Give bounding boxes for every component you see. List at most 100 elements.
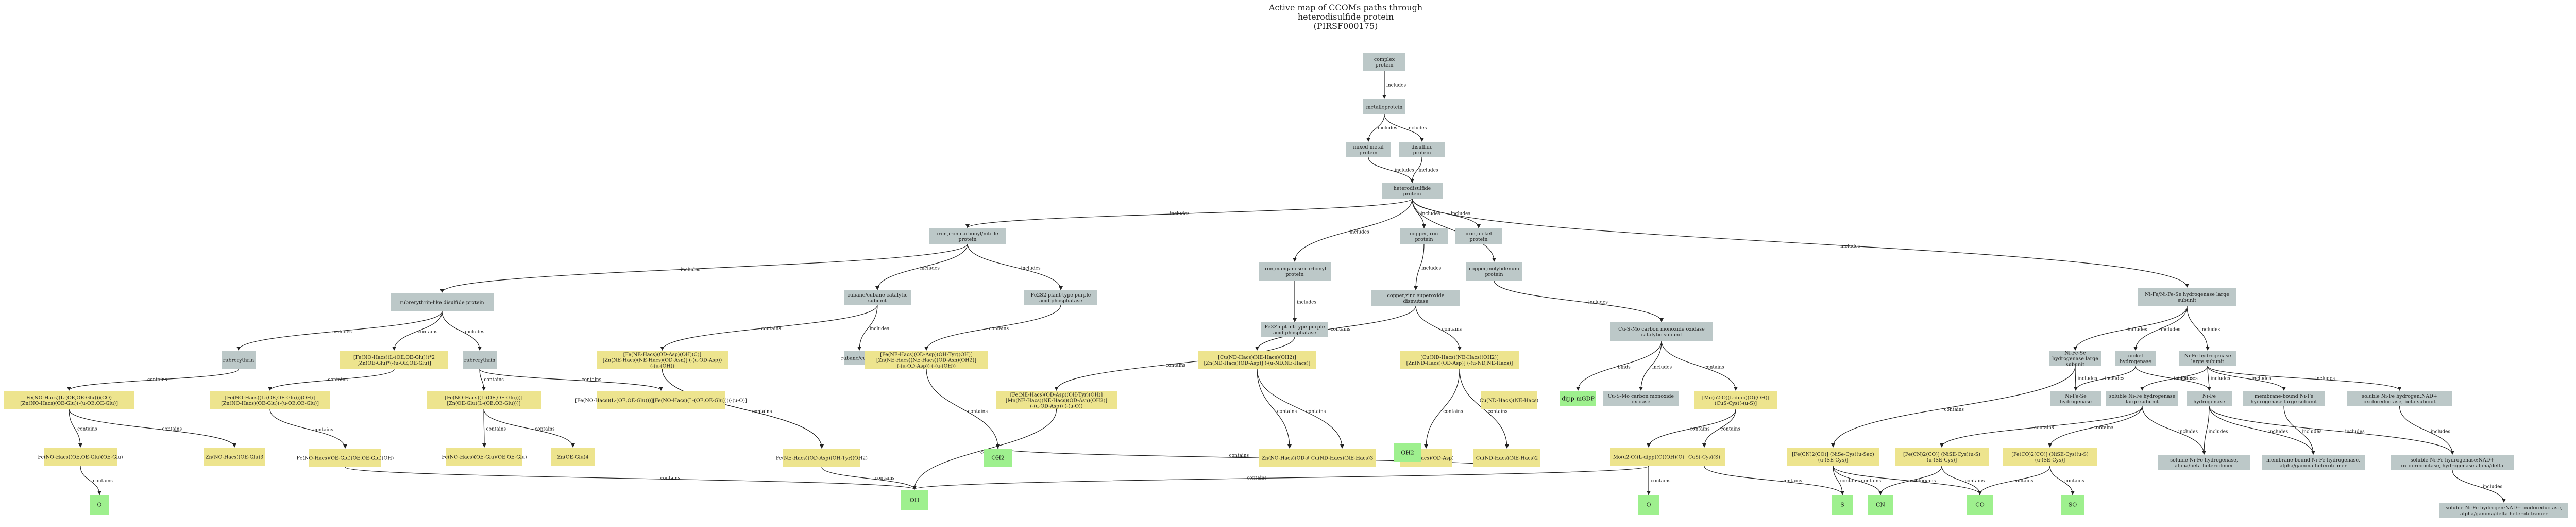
node-c-ni-fe-3[interactable]: [Fe(CO)2(CO)] (NiSE-Cys)(u-S)(u-(SE-Cys)… — [2003, 448, 2097, 466]
node-c-zn-oe[interactable]: Zn(OE-Glu)4 — [551, 448, 595, 466]
edge-rubrerythrin-b-to-c-rub-l4: contains — [479, 369, 663, 391]
node-c-fe-nd[interactable]: Fe(NO-Hacs)(OE-Glu)(OE,OE-Glu) — [442, 448, 527, 466]
node-c-rubrerythrin-top[interactable]: [Fe(NO-Hacs)(L-(OE,OE-Glu)))*2[Zn(OE-Glu… — [340, 351, 448, 369]
node-c-fe-short-3[interactable]: Fe(NO-Hacs)(OE-Glu)(OE,OE-Glu)(OH) — [297, 449, 394, 467]
node-c-ni-fe-2[interactable]: [Fe(CN)2(CO)] (NiSE-Cys)(u-S)(u-(SE-Cys)… — [1895, 448, 1989, 466]
node-c-mo-small[interactable]: Mo(u2-O)(L-dipp)(O)(OH)(O) — [1610, 448, 1687, 466]
edge-label: contains — [2094, 425, 2114, 431]
edge-label: contains — [1944, 407, 1964, 413]
node-c-zn-short-1[interactable]: Zn(NO-Hacs)(OE-Glu)3 — [204, 448, 265, 466]
node-e-o-b[interactable]: O — [1638, 495, 1659, 515]
node-c-cu-nd[interactable]: Cu(ND-Hacs)(NE-Hacs)3 — [1309, 449, 1376, 467]
node-box — [463, 351, 497, 369]
node-c-cus-cys[interactable]: CuS(-Cys)(S) — [1684, 448, 1725, 466]
edge-label: includes — [1419, 168, 1438, 173]
edge-line — [1384, 114, 1424, 142]
node-e-s[interactable]: S — [1832, 495, 1853, 515]
edge-line — [926, 369, 1000, 449]
edge-line — [2140, 366, 2208, 391]
edge-line — [479, 369, 486, 391]
node-c-cu-ne[interactable]: Cu(ND-Hacs)(NE-Hacs) — [1480, 391, 1538, 409]
node-e-oh2-b[interactable]: OH2 — [1394, 443, 1421, 462]
edge-line — [2209, 406, 2454, 455]
node-e-co[interactable]: CO — [1967, 495, 1993, 515]
node-c-mo-cu[interactable]: [Mo(u2-O)(L-dipp)(O)(OH)](CuS-Cys)(-(u-S… — [1694, 391, 1777, 409]
node-membrane-alpha-gamma[interactable]: membrane-bound Ni-Fe hydrogenase,alpha/g… — [2262, 455, 2365, 470]
node-label: CO — [1975, 502, 1984, 508]
edge-c-ni-fe-1-to-e-cn: contains — [1833, 466, 1883, 495]
node-e-cn[interactable]: CN — [1868, 495, 1893, 515]
edge-nife-nife-fe-to-nife-se-large: includes — [2073, 306, 2188, 351]
node-rubrerythrin-a[interactable]: rubrerythrin — [222, 351, 256, 369]
node-e-o-a[interactable]: O — [90, 495, 109, 515]
node-e-so[interactable]: SO — [2061, 495, 2084, 515]
node-e-oh2-a[interactable]: OH2 — [984, 449, 1012, 467]
node-c-fe2s2-long[interactable]: [Fe(NE-Hacs)(OD-Asp)(OH-Tyr)(OH)][Mn(NE-… — [996, 391, 1117, 409]
node-soluble-nad-alpha-delta[interactable]: soluble Ni-Fe hydrogenase:NAD+oxidoreduc… — [2391, 455, 2514, 470]
edge-soluble-nife-large-to-soluble-alpha-beta: includes — [2142, 406, 2206, 455]
edge-label: contains — [989, 326, 1009, 332]
node-soluble-nad-alpha-gamma-delta[interactable]: soluble Ni-Fe hydrogen:NAD+ oxidoreducta… — [2439, 503, 2568, 518]
node-c-fe-short-1[interactable]: Fe(NE-Hacs)(OD-Asp)(OH-Tyr)(OH2) — [776, 449, 868, 467]
node-c-rub-l2[interactable]: [Fe(NO-Hacs)(L-(OE,OE-Glu)))(OH)][Zn(NO-… — [210, 391, 330, 409]
edge-line — [1833, 466, 1883, 495]
edge-label: contains — [1651, 479, 1671, 484]
edge-heterodisulfide-protein-to-iron-manganese-carbonyl: includes — [1293, 198, 1413, 262]
node-c-fe-short-2[interactable]: Fe(NO-Hacs)(OE,OE-Glu)(OE-Glu) — [38, 448, 123, 466]
node-c-rub-l1[interactable]: [Fe(NO-Hacs)(L-(OE,OE-Glu)))(CO)][Zn(NO-… — [4, 391, 134, 409]
edge-cu-s-mo-carbon-to-e-dipp: binds — [1576, 340, 1662, 391]
node-rubrerythrin-like[interactable]: rubrerythrin-like disulfide protein — [391, 293, 494, 311]
edge-c-ni-fe-2-to-e-cn: contains — [1878, 466, 1942, 495]
node-label: [Fe(CN)2(CO)] (NiSe-Cys)(u-Sec)(u-(SE-Cy… — [1792, 452, 1874, 463]
node-soluble-nad-beta[interactable]: soluble Ni-Fe hydrogen:NAD+oxidoreductas… — [2347, 391, 2452, 406]
node-c-rub-l3[interactable]: [Fe(NO-Hacs)(L-(OE,OE-Glu)))][Zn(OE-Glu)… — [427, 391, 541, 409]
node-box — [210, 391, 330, 409]
node-box — [1466, 262, 1522, 281]
edge-label: contains — [328, 377, 348, 383]
node-e-dipp[interactable]: dipp-mGDP — [1560, 391, 1596, 406]
node-box — [1400, 228, 1448, 244]
node-box — [1346, 142, 1391, 157]
node-c-cuzn-1[interactable]: [Cu(ND-Hacs)(NE-Hacs)(OH2)][Zn(ND-Hacs)(… — [1198, 351, 1316, 369]
node-rubrerythrin-b[interactable]: rubrerythrin — [463, 351, 497, 369]
node-c-cub-long[interactable]: [Fe(NE-Hacs)(OD-Asp)(OH)(C)][Zn(NE-Hacs)… — [597, 351, 728, 369]
node-c-cu-nd2[interactable]: Cu(ND-Hacs)(NE-Hacs)2 — [1473, 449, 1540, 467]
node-label: Cu(ND-Hacs)(NE-Hacs)3 — [1311, 456, 1374, 462]
node-c-cuzn-2[interactable]: [Cu(ND-Hacs)(NE-Hacs)(OH2)][Zn(ND-Hacs)(… — [1400, 351, 1519, 369]
node-box — [1455, 228, 1502, 244]
node-e-oh-a[interactable]: OH — [901, 490, 928, 510]
node-c-rub-l4[interactable]: [Fe(NO-Hacs)(L-(OE,OE-Glu)))][Fe(NO-Hacs… — [575, 391, 747, 409]
node-metalloprotein[interactable]: metalloprotein — [1363, 99, 1405, 114]
edge-label: includes — [2483, 485, 2502, 490]
node-soluble-alpha-beta[interactable]: soluble Ni-Fe hydrogenase,alpha/beta het… — [2158, 455, 2250, 470]
node-c-fe3zn-long[interactable]: [Fe(NE-Hacs)(OD-Asp)(OH-Tyr)(OH)][Zn(NE-… — [865, 351, 988, 369]
node-box — [1382, 183, 1443, 199]
node-box — [2106, 391, 2178, 406]
node-c-ni-fe-1[interactable]: [Fe(CN)2(CO)] (NiSe-Cys)(u-Sec)(u-(SE-Cy… — [1787, 448, 1879, 466]
